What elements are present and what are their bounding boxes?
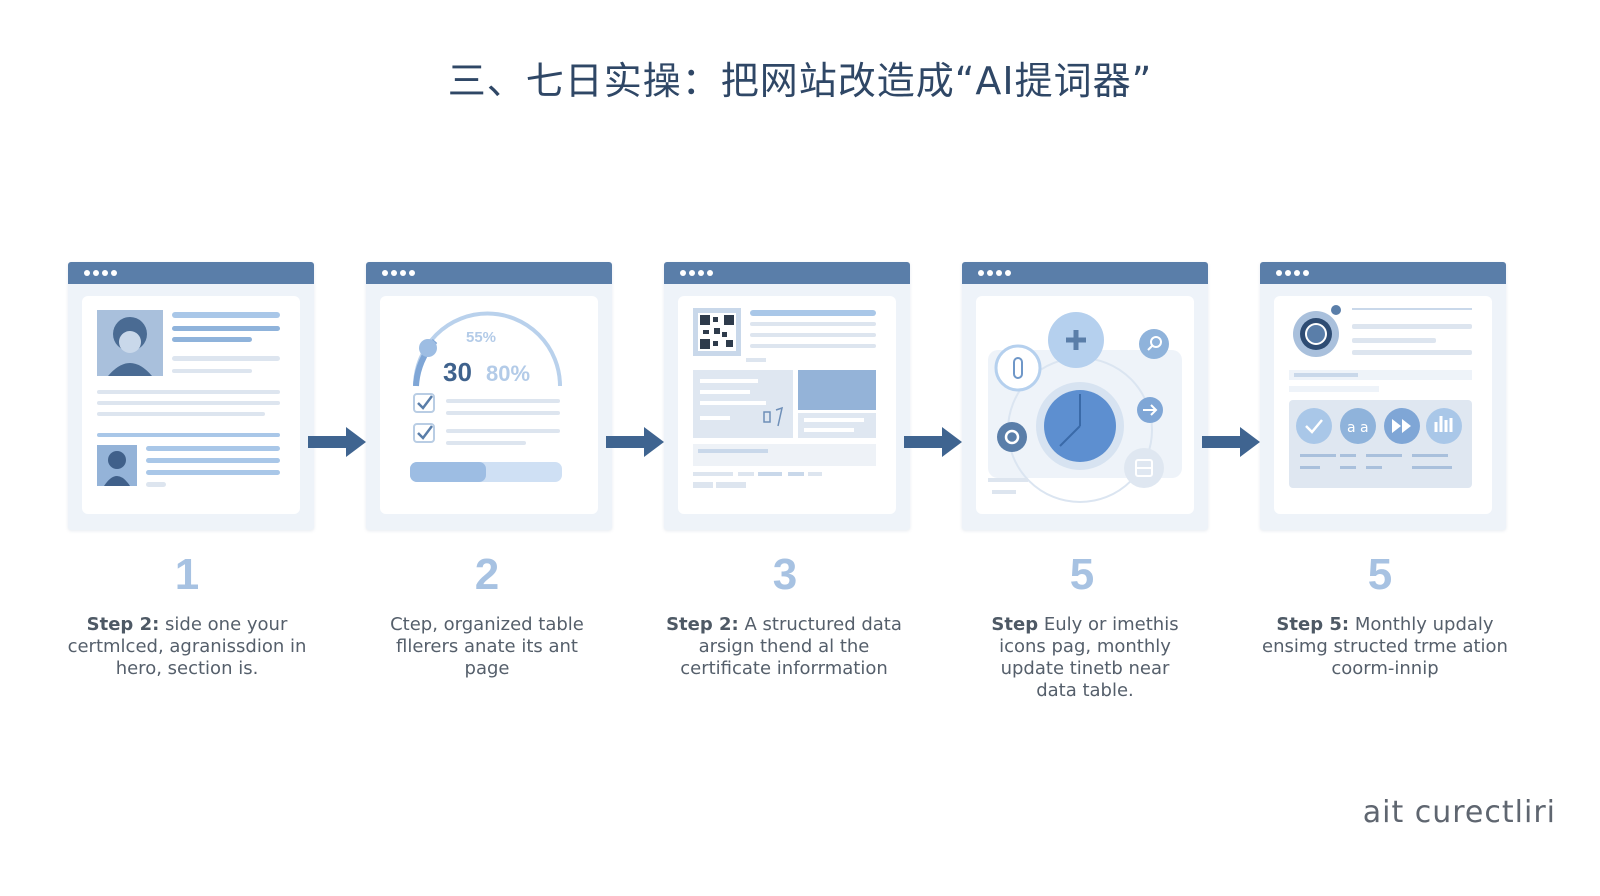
play-icon [1384,408,1420,444]
step-description: Step 2: side one your certmlced, agranis… [52,614,322,680]
step-description: Step 2: A structured data arsign thend a… [664,614,904,680]
step-number: 3 [772,550,798,599]
profile-page-illustration [97,310,280,487]
step-text: side one your certmlced, agranissdion in… [67,614,307,679]
profile-badge-icon [1293,305,1341,357]
bars-icon [1426,408,1462,444]
step-description: Step Euly or imethis icons pag, monthly … [980,614,1190,702]
step-card-5: a a [1260,262,1506,530]
gauge-page-illustration: 55% 30 80% [410,311,562,482]
card-screen [678,296,896,514]
arrow-right-icon [1202,427,1260,457]
avatar-icon [104,451,130,486]
toggle-icon [994,344,1042,392]
step-label: Step 2: [86,614,160,635]
qr-code-icon [693,308,741,356]
gauge-right-pct: 80% [486,361,530,386]
step-label: Step 5: [1276,614,1350,635]
step-description: Ctep, organized table fllerers anate its… [380,614,594,680]
plus-icon [1048,312,1104,368]
step-label: Step 2: [666,614,739,635]
arrow-right-icon [904,427,962,457]
step-card-1 [68,262,314,530]
card-screen [976,296,1194,514]
step-text: Monthly updaly ensimg structed trme atio… [1262,614,1508,679]
window-titlebar [366,262,612,284]
avatar-icon [108,317,152,376]
checkbox-icon [413,393,435,413]
step-description: Step 5: Monthly updaly ensimg structed t… [1260,614,1510,680]
window-titlebar [962,262,1208,284]
icon-hub-illustration [988,312,1182,503]
step-label: Step [991,614,1039,635]
step-number: 1 [174,550,200,599]
arrow-icon [1137,397,1163,423]
step-number: 5 [1367,550,1393,599]
structured-data-illustration [693,308,876,488]
window-titlebar [1260,262,1506,284]
step-number: 5 [1069,550,1095,599]
arrow-right-icon [606,427,664,457]
search-icon [1139,329,1169,359]
page-title: 三、七日实操：把网站改造成“AI提词器” [447,59,1153,103]
step-card-2: 55% 30 80% [366,262,612,530]
window-titlebar [664,262,910,284]
card-screen [82,296,300,514]
brand-logo: ait curectliri [1362,795,1556,830]
card-screen: a a [1274,296,1492,514]
card-screen: 55% 30 80% [380,296,598,514]
dashboard-illustration: a a [1289,305,1472,488]
gauge-top-pct: 55% [466,329,496,346]
step-text: Ctep, organized table fllerers anate its… [390,614,584,679]
svg-text:a a: a a [1347,420,1369,436]
window-titlebar [68,262,314,284]
checkbox-icon [413,423,435,443]
circle-icon [997,422,1027,452]
step-card-4 [962,262,1208,530]
gauge-value: 30 [443,357,472,387]
step-card-3 [664,262,910,530]
text-icon: a a [1340,408,1376,444]
check-icon [1296,408,1332,444]
step-number: 2 [474,550,500,599]
step-text: Euly or imethis icons pag, monthly updat… [999,614,1179,701]
list-icon [1124,448,1164,488]
arrow-right-icon [308,427,366,457]
step-text: A structured data arsign thend al the ce… [680,614,902,679]
